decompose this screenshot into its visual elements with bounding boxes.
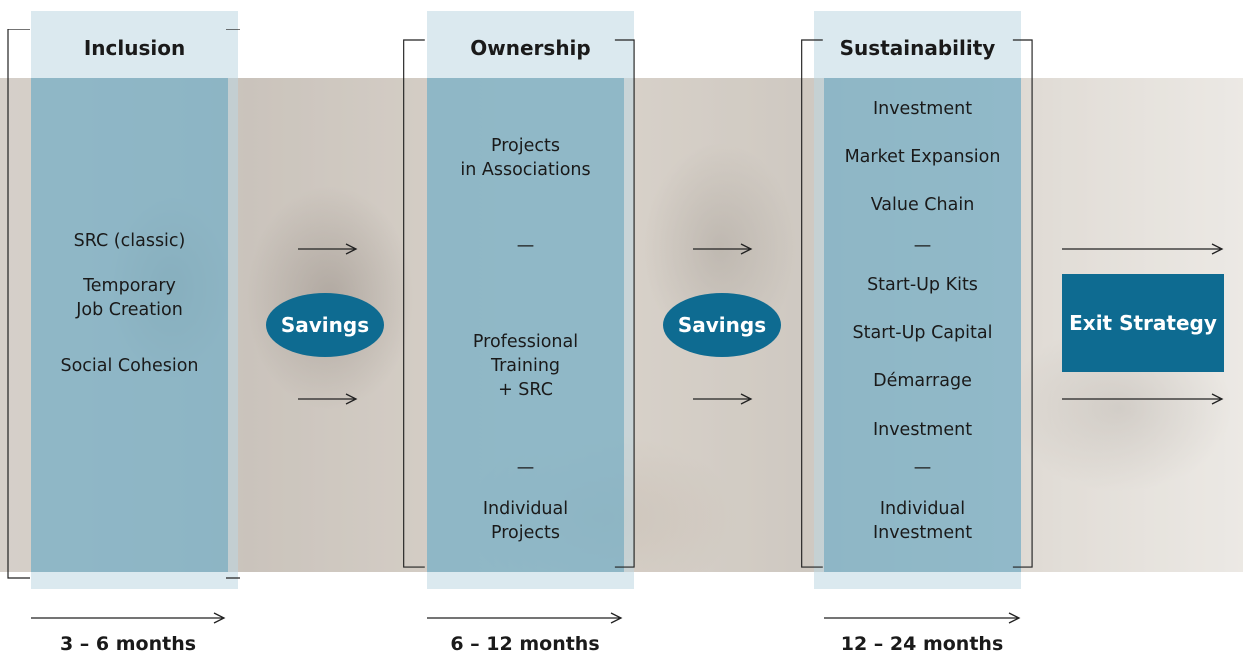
stage-item: Individual Projects: [482, 499, 569, 543]
stage-panel-ownership: [427, 78, 624, 572]
arrow-right-icon: [298, 393, 358, 405]
stage-items-ownership: Projects in Associations — Professional …: [427, 78, 624, 572]
stage-item: Investment: [872, 99, 973, 119]
stage-item: Individual Investment: [872, 499, 973, 543]
stage-divider: —: [516, 236, 535, 256]
arrow-right-icon: [1062, 393, 1224, 405]
stage-divider: —: [913, 236, 932, 256]
duration-label: 6 – 12 months: [450, 633, 600, 655]
bracket-inclusion: [7, 29, 240, 579]
stage-items-inclusion: SRC (classic) Temporary Job Creation Soc…: [31, 78, 228, 572]
savings-oval-2: Savings: [663, 293, 781, 357]
bracket-ownership: [403, 39, 635, 568]
stage-item: Social Cohesion: [60, 356, 199, 376]
stage-title: Ownership: [470, 36, 591, 60]
exit-strategy-box: Exit Strategy: [1062, 274, 1224, 372]
stage-item: Projects in Associations: [460, 136, 591, 180]
stage-item: Value Chain: [870, 195, 975, 215]
arrow-right-icon: [31, 612, 226, 624]
bracket-sustainability: [801, 39, 1033, 568]
stage-divider: —: [516, 458, 535, 478]
stage-title: Sustainability: [839, 36, 996, 60]
stage-item: Start-Up Kits: [867, 275, 978, 295]
stage-item: Investment: [872, 420, 973, 440]
stage-item: Temporary Job Creation: [76, 276, 183, 320]
arrow-right-icon: [824, 612, 1021, 624]
stage-divider: —: [913, 458, 932, 478]
stage-panel-inclusion: [31, 78, 228, 572]
arrow-right-icon: [1062, 243, 1224, 255]
stage-items-sustainability: Investment Market Expansion Value Chain …: [824, 78, 1021, 572]
duration-label: 3 – 6 months: [59, 633, 197, 655]
arrow-right-icon: [693, 393, 753, 405]
stage-item: SRC (classic): [73, 231, 186, 251]
stage-panel-sustainability: [824, 78, 1021, 572]
stage-item: Professional Training + SRC: [472, 332, 579, 400]
stage-item: Démarrage: [873, 371, 972, 391]
arrow-right-icon: [298, 243, 358, 255]
arrow-right-icon: [693, 243, 753, 255]
duration-label: 12 – 24 months: [840, 633, 1004, 655]
stage-item: Market Expansion: [844, 147, 1001, 167]
savings-oval-1: Savings: [266, 293, 384, 357]
stage-item: Start-Up Capital: [852, 323, 993, 343]
stage-title: Inclusion: [83, 36, 186, 60]
arrow-right-icon: [427, 612, 623, 624]
